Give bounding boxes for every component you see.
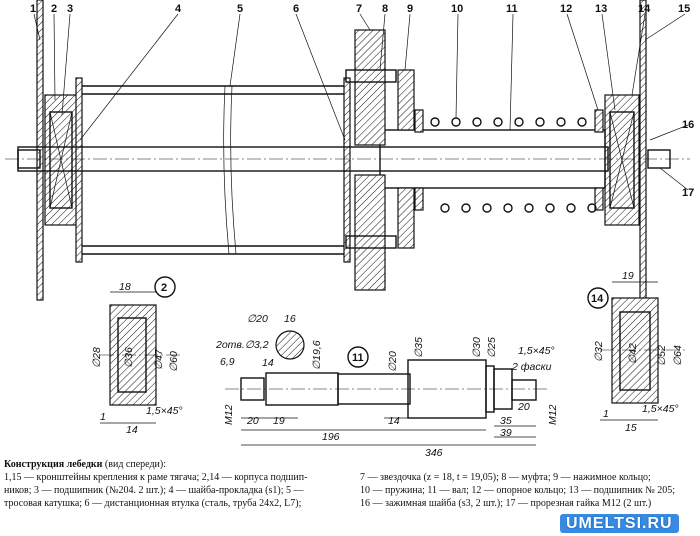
detail-id: 2	[161, 282, 167, 294]
caption-line: 1,15 — кронштейны крепления к раме тягач…	[4, 472, 308, 483]
part-labels: 1 2 3 4 5 6 7 8 9 10 11 12 13 14 15 16 1…	[30, 3, 694, 199]
part-label: 1	[30, 3, 36, 15]
assembly-view: 1 2 3 4 5 6 7 8 9 10 11 12 13 14 15 16 1…	[5, 0, 694, 301]
dim-text: ∅25	[486, 337, 498, 358]
detail-2-housing: 2 18 ∅28 ∅36 ∅47 ∅60 1 14 1,5×45°	[91, 276, 183, 436]
part-label: 7	[356, 3, 362, 15]
dim-text: ∅64	[672, 345, 684, 366]
part-label: 15	[678, 3, 690, 15]
dim-text: 35	[500, 415, 512, 427]
caption-line: тросовая катушка; 6 — дистанционная втул…	[4, 498, 302, 509]
part-label: 11	[506, 3, 518, 15]
part-label: 5	[237, 3, 243, 15]
right-bearing	[609, 111, 635, 209]
shaft-section	[275, 330, 305, 360]
dim-text: 18	[119, 281, 131, 293]
dim-text: 1	[603, 408, 609, 420]
dim-text: 14	[262, 357, 274, 369]
detail-id: 14	[591, 293, 604, 305]
dim-text: ∅52	[656, 345, 668, 366]
dim-text: ∅28	[91, 347, 103, 368]
part-label: 12	[560, 3, 572, 15]
dim-text: 346	[425, 447, 443, 459]
dim-text: 39	[500, 427, 512, 439]
sprocket-top	[354, 29, 386, 146]
caption-right: 7 — звездочка (z = 18, t = 19,05); 8 — м…	[360, 471, 700, 510]
part-label: 10	[451, 3, 463, 15]
drum-left-flange	[75, 77, 83, 263]
dim-text: ∅60	[168, 351, 180, 372]
dim-text: 2отв.∅3,2	[215, 339, 269, 351]
dim-text: 6,9	[220, 356, 235, 368]
part-label: 14	[638, 3, 651, 15]
dim-text: 19	[622, 270, 634, 282]
dim-text: ∅20	[247, 313, 268, 325]
caption-line: 16 — зажимная шайба (s3, 2 шт.); 17 — пр…	[360, 498, 652, 509]
dim-text: 196	[322, 431, 340, 443]
dim-text: 2 фаски	[511, 361, 552, 373]
sprocket-bottom	[354, 174, 386, 291]
part-label: 6	[293, 3, 299, 15]
support-ring	[594, 109, 604, 133]
dim-text: M12	[223, 404, 235, 425]
part-label: 4	[175, 3, 182, 15]
detail-id: 11	[352, 352, 364, 364]
detail-14-housing: 14 19 ∅32 ∅42 ∅52 ∅64 1 15 1,5×45°	[587, 270, 685, 434]
right-bracket	[639, 0, 647, 301]
caption-line: ников; 3 — подшипник (№204. 2 шт.); 4 — …	[4, 485, 304, 496]
dim-text: 1,5×45°	[518, 345, 555, 357]
dim-text: 1,5×45°	[146, 405, 183, 417]
caption-line: 7 — звездочка (z = 18, t = 19,05); 8 — м…	[360, 472, 651, 483]
dim-text: ∅32	[593, 341, 605, 362]
detail-11-shaft: 11 ∅20 16 2отв.∅3,2 6,9 14 ∅19,6 ∅20 ∅35…	[215, 313, 559, 459]
drum-right-flange	[343, 77, 351, 263]
dim-text: 16	[284, 313, 296, 325]
dim-text: 1,5×45°	[642, 403, 679, 415]
watermark-logo: UMELTSI.RU	[560, 514, 679, 533]
dim-text: 20	[246, 415, 259, 427]
caption-title: Конструкция лебедки	[4, 459, 103, 470]
dim-text: ∅47	[153, 348, 165, 370]
dim-text: 14	[388, 415, 400, 427]
dim-text: ∅36	[123, 347, 135, 368]
dim-text: 20	[517, 401, 530, 413]
dim-text: 14	[126, 424, 138, 436]
dim-text: 1	[100, 411, 106, 423]
part-label: 16	[682, 119, 694, 131]
part-label: 2	[51, 3, 57, 15]
dim-text: ∅19,6	[311, 340, 323, 370]
part-label: 8	[382, 3, 388, 15]
caption-subtitle: (вид спереди):	[104, 459, 166, 470]
part-label: 3	[67, 3, 73, 15]
dim-text: 15	[625, 422, 637, 434]
part-label: 9	[407, 3, 413, 15]
dim-text: ∅20	[387, 351, 399, 372]
dim-text: ∅42	[627, 343, 639, 364]
part-label: 17	[682, 187, 694, 199]
dim-text: M12	[547, 404, 559, 425]
left-bearing	[49, 111, 73, 209]
dim-text: ∅35	[413, 337, 425, 358]
pressure-ring-bottom	[397, 187, 415, 249]
dim-text: 19	[273, 415, 285, 427]
dim-text: ∅30	[471, 337, 483, 358]
spring	[430, 117, 597, 213]
caption-line: 10 — пружина; 11 — вал; 12 — опорное кол…	[360, 485, 676, 496]
caption-left: Конструкция лебедки (вид спереди): 1,15 …	[4, 458, 349, 510]
pressure-ring-top	[397, 69, 415, 131]
part-label: 13	[595, 3, 607, 15]
